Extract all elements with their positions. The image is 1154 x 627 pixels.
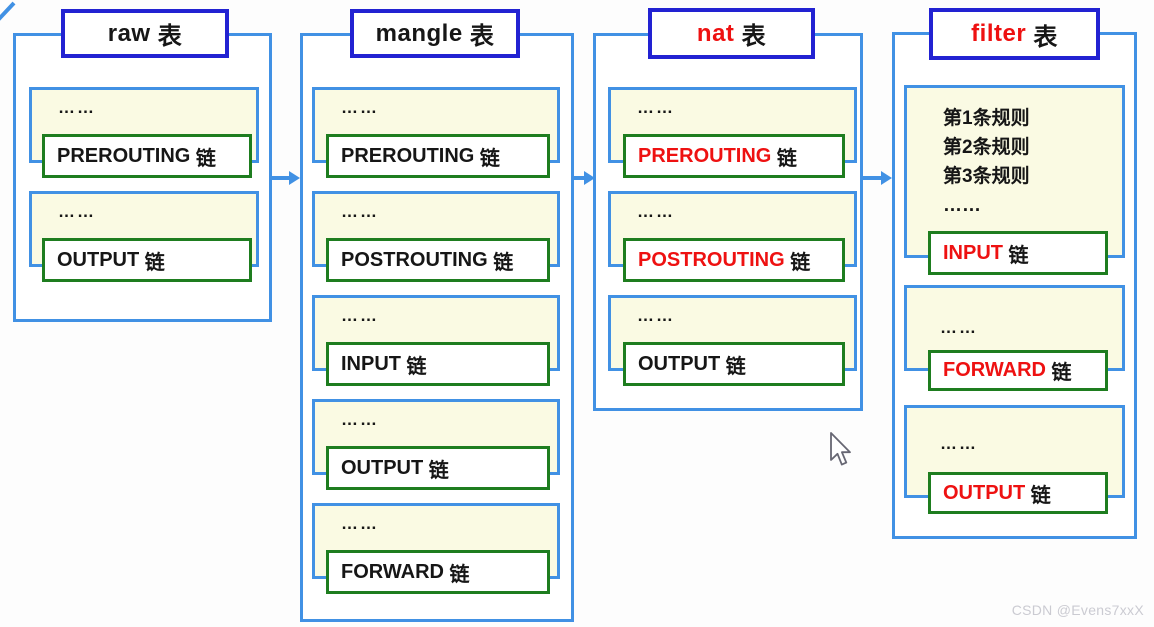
rule-line: …… — [943, 195, 981, 216]
raw-output-group: …… OUTPUT 链 — [29, 191, 259, 282]
arrow-nat-to-filter-head — [881, 171, 892, 185]
chain-name: POSTROUTING — [341, 248, 488, 271]
chain-suffix: 链 — [1025, 484, 1051, 507]
table-title-suffix: 表 — [150, 23, 183, 50]
rule-line: 第3条规则 — [943, 166, 1030, 187]
chain-suffix: 链 — [487, 251, 514, 274]
chain-name: OUTPUT — [943, 481, 1026, 504]
chain-name: OUTPUT — [341, 456, 424, 479]
mangle-input-chain: INPUT 链 — [326, 342, 550, 386]
table-title-suffix: 表 — [462, 23, 495, 50]
ellipsis-text: …… — [341, 514, 379, 533]
chain-name: INPUT — [341, 352, 401, 375]
raw-table-title: raw 表 — [61, 9, 229, 58]
ellipsis-text: …… — [341, 306, 379, 325]
mangle-forward-group: …… FORWARD 链 — [312, 503, 560, 594]
chain-name: PREROUTING — [341, 144, 475, 167]
chain-suffix: 链 — [443, 563, 470, 586]
nat-postrouting-group: …… POSTROUTING 链 — [608, 191, 857, 282]
filter-input-group: 第1条规则 第2条规则 第3条规则 …… INPUT 链 — [904, 85, 1125, 275]
nat-prerouting-chain: PREROUTING 链 — [623, 134, 845, 178]
ellipsis-text: …… — [341, 202, 379, 221]
mangle-output-chain: OUTPUT 链 — [326, 446, 550, 490]
nat-output-chain: OUTPUT 链 — [623, 342, 845, 386]
filter-rules-list: 第1条规则 第2条规则 第3条规则 …… — [943, 104, 1030, 220]
mangle-input-group: …… INPUT 链 — [312, 295, 560, 386]
chain-name: FORWARD — [341, 560, 444, 583]
ellipsis-text: …… — [637, 202, 675, 221]
rule-line: 第1条规则 — [943, 108, 1030, 129]
mangle-postrouting-group: …… POSTROUTING 链 — [312, 191, 560, 282]
chain-name: OUTPUT — [57, 248, 140, 271]
filter-input-chain: INPUT 链 — [928, 231, 1108, 275]
mangle-output-group: …… OUTPUT 链 — [312, 399, 560, 490]
nat-output-group: …… OUTPUT 链 — [608, 295, 857, 386]
filter-output-group: …… OUTPUT 链 — [904, 405, 1125, 514]
chain-suffix: 链 — [401, 355, 427, 378]
arrow-raw-to-mangle — [272, 176, 290, 180]
chain-suffix: 链 — [190, 147, 216, 170]
raw-output-chain: OUTPUT 链 — [42, 238, 252, 282]
chain-name: INPUT — [943, 241, 1003, 264]
ellipsis-text: …… — [58, 202, 96, 221]
arrow-raw-to-mangle-head — [289, 171, 300, 185]
nat-prerouting-group: …… PREROUTING 链 — [608, 87, 857, 178]
filter-forward-chain: FORWARD 链 — [928, 350, 1108, 391]
chain-suffix: 链 — [139, 251, 165, 274]
mangle-table-title: mangle 表 — [350, 9, 520, 58]
arrow-nat-to-filter — [863, 176, 882, 180]
mangle-prerouting-chain: PREROUTING 链 — [326, 134, 550, 178]
filter-output-chain: OUTPUT 链 — [928, 472, 1108, 514]
chain-suffix: 链 — [771, 147, 797, 170]
mangle-postrouting-chain: POSTROUTING 链 — [326, 238, 550, 282]
table-title-name: mangle — [375, 19, 463, 47]
ellipsis-text: …… — [940, 318, 978, 337]
csdn-watermark: CSDN @Evens7xxX — [1011, 602, 1144, 618]
chain-name: FORWARD — [943, 359, 1046, 381]
arrow-mangle-to-nat — [574, 176, 585, 180]
mangle-prerouting-group: …… PREROUTING 链 — [312, 87, 560, 178]
table-title-name: nat — [696, 19, 735, 47]
rule-line: 第2条规则 — [943, 137, 1030, 158]
table-title-suffix: 表 — [1026, 23, 1058, 51]
table-title-suffix: 表 — [734, 23, 767, 50]
raw-prerouting-group: …… PREROUTING 链 — [29, 87, 259, 178]
nat-table-title: nat 表 — [648, 8, 815, 59]
ellipsis-text: …… — [940, 434, 978, 453]
chain-name: PREROUTING — [638, 144, 772, 167]
filter-forward-group: …… FORWARD 链 — [904, 285, 1125, 391]
nat-postrouting-chain: POSTROUTING 链 — [623, 238, 845, 282]
arrow-mangle-to-nat-head — [584, 171, 595, 185]
mangle-forward-chain: FORWARD 链 — [326, 550, 550, 594]
chain-name: PREROUTING — [57, 144, 191, 167]
edge-fragment — [0, 1, 16, 21]
table-title-name: raw — [107, 19, 151, 47]
ellipsis-text: …… — [341, 98, 379, 117]
chain-suffix: 链 — [474, 147, 500, 170]
filter-table-title: filter 表 — [929, 8, 1100, 60]
ellipsis-text: …… — [58, 98, 96, 117]
chain-suffix: 链 — [1045, 362, 1072, 384]
chain-suffix: 链 — [784, 251, 811, 274]
chain-suffix: 链 — [720, 355, 746, 378]
chain-name: POSTROUTING — [638, 248, 785, 271]
raw-prerouting-chain: PREROUTING 链 — [42, 134, 252, 178]
chain-name: OUTPUT — [638, 352, 721, 375]
ellipsis-text: …… — [341, 410, 379, 429]
ellipsis-text: …… — [637, 306, 675, 325]
table-title-name: filter — [971, 20, 1027, 47]
ellipsis-text: …… — [637, 98, 675, 117]
mouse-cursor — [830, 432, 851, 466]
chain-suffix: 链 — [1003, 244, 1029, 267]
chain-suffix: 链 — [423, 459, 449, 482]
